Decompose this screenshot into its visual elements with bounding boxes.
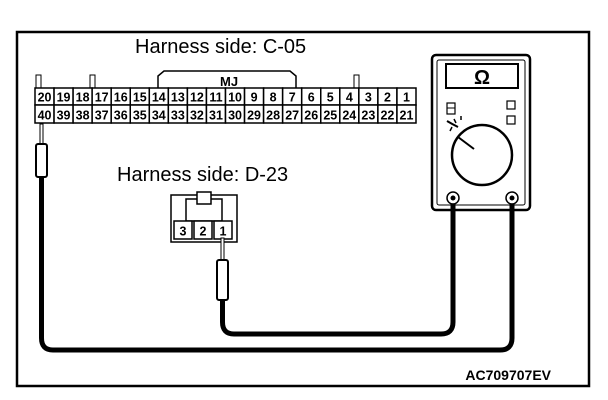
test-lead-d23: [216, 204, 456, 337]
c05-pin-16: 16: [114, 91, 128, 105]
multimeter-dial: [450, 123, 514, 187]
c05-pin-26: 26: [304, 109, 318, 123]
c05-pin-40: 40: [38, 109, 52, 123]
connector-c05-tab-right: [353, 74, 360, 89]
c05-pin-14: 14: [152, 91, 166, 105]
c05-pin-2: 2: [384, 91, 391, 105]
multimeter-dial-scale: [449, 116, 462, 132]
connector-c05-key: [157, 70, 297, 88]
c05-pin-3: 3: [365, 91, 372, 105]
c05-pin-39: 39: [57, 109, 71, 123]
c05-pin-15: 15: [133, 91, 147, 105]
c05-pin-1: 1: [403, 91, 410, 105]
c05-pin-11: 11: [209, 91, 222, 105]
connector-c05-tab-mid: [89, 74, 96, 89]
c05-pin-28: 28: [266, 109, 280, 123]
connector-c05-label: Harness side: C-05: [135, 36, 306, 58]
c05-pin-5: 5: [327, 91, 334, 105]
c05-pin-22: 22: [380, 109, 394, 123]
c05-pin-12: 12: [190, 91, 204, 105]
d23-pin-3: 3: [180, 225, 187, 239]
c05-pin-23: 23: [361, 109, 375, 123]
connector-c05-key-label: MJ: [220, 74, 238, 89]
c05-pin-34: 34: [152, 109, 166, 123]
ohm-symbol-icon: Ω: [474, 67, 490, 89]
multimeter-jack-right-core: [509, 195, 515, 201]
c05-pin-21: 21: [400, 109, 414, 123]
c05-pin-10: 10: [228, 91, 242, 105]
c05-pin-30: 30: [228, 109, 242, 123]
lead-wire-c05: [39, 177, 515, 353]
c05-pin-7: 7: [289, 91, 296, 105]
c05-pin-36: 36: [114, 109, 128, 123]
c05-pin-8: 8: [270, 91, 277, 105]
connector-d23-latch-inner: [196, 191, 212, 205]
c05-pin-13: 13: [171, 91, 185, 105]
figure-code: AC709707EV: [465, 367, 551, 383]
c05-pin-32: 32: [190, 109, 204, 123]
multimeter-display: [445, 63, 519, 89]
c05-pin-20: 20: [38, 91, 52, 105]
probe-d23-body: [216, 259, 229, 301]
c05-pin-33: 33: [171, 109, 185, 123]
c05-pin-9: 9: [251, 91, 258, 105]
connector-c05-bottom-row: 40 39 38 37 36 35 34 33 32 31 30 29 28 27 26 25 24 23 22 21: [34, 104, 417, 124]
test-lead-c05: [35, 123, 515, 353]
c05-pin-27: 27: [285, 109, 299, 123]
multimeter-dial-arc: [446, 120, 459, 128]
c05-pin-19: 19: [57, 91, 71, 105]
c05-pin-29: 29: [247, 109, 261, 123]
c05-pin-18: 18: [76, 91, 90, 105]
c05-pin-37: 37: [95, 109, 109, 123]
c05-pin-25: 25: [323, 109, 337, 123]
probe-c05-body: [35, 143, 48, 178]
probe-d23-tip: [220, 237, 225, 261]
c05-pin-4: 4: [346, 91, 353, 105]
multimeter: Ω: [430, 53, 532, 212]
c05-pin-38: 38: [76, 109, 90, 123]
c05-pin-17: 17: [95, 91, 109, 105]
d23-pin-3-cell: [173, 220, 193, 240]
c05-pin-31: 31: [209, 109, 223, 123]
c05-pin-21-cell: [396, 104, 417, 124]
multimeter-jack-left-core: [450, 195, 456, 201]
c05-pin-6: 6: [308, 91, 315, 105]
multimeter-button-right-top: [506, 100, 516, 110]
multimeter-dial-pointer: [457, 136, 475, 150]
lead-wire-d23: [220, 204, 456, 337]
diagram-frame: [15, 30, 591, 388]
d23-pin-2: 2: [200, 225, 207, 239]
c05-pin-35: 35: [133, 109, 147, 123]
d23-pin-1: 1: [220, 225, 227, 239]
c05-pin-24: 24: [342, 109, 356, 123]
multimeter-inner-panel: [436, 59, 526, 206]
d23-pin-2-cell: [193, 220, 213, 240]
connector-c05-tab-left: [35, 74, 42, 89]
probe-c05-tip: [39, 123, 44, 145]
connector-d23-label: Harness side: D-23: [117, 164, 288, 186]
multimeter-button-right-bottom: [506, 115, 516, 125]
